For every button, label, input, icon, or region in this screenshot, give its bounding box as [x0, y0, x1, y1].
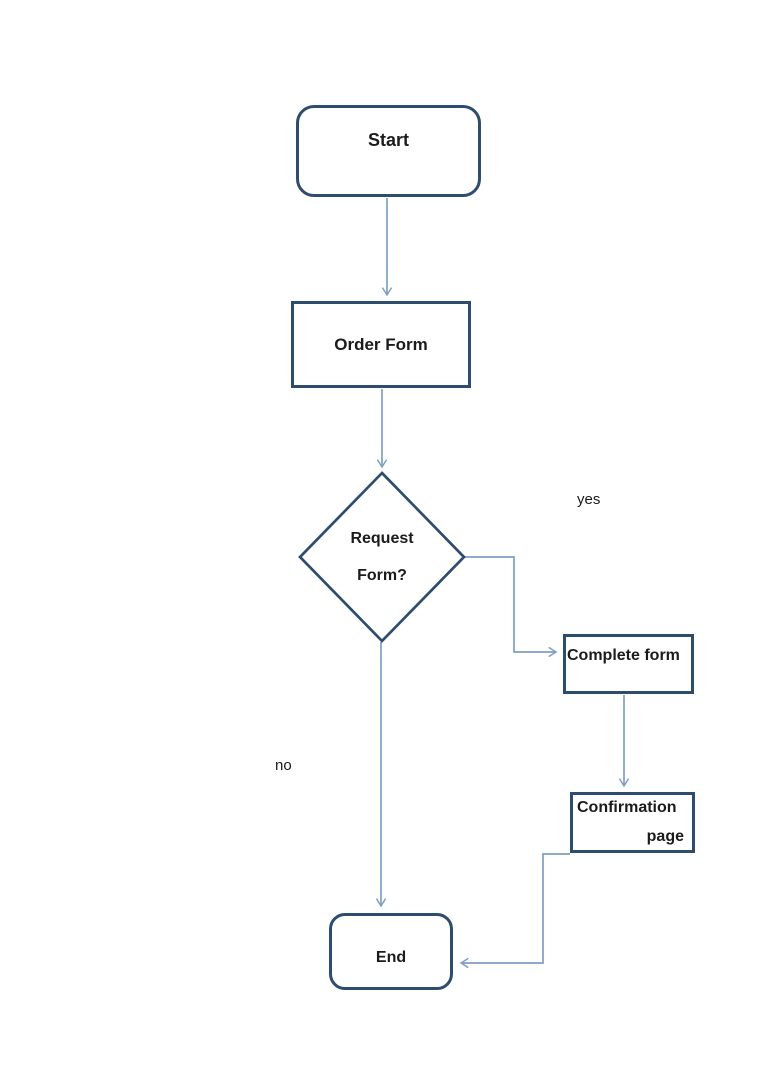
connector-confirmation-page-to-end: [459, 853, 570, 969]
decision-diamond-shape: [298, 471, 466, 643]
node-request-form-label-line1: Request: [350, 529, 414, 547]
node-start-label: Start: [367, 130, 409, 150]
node-request-form-decision: Request Form?: [300, 473, 464, 641]
node-request-form-label-line2: Form?: [357, 566, 407, 584]
connector-decision-yes-to-complete-form: [464, 556, 558, 658]
node-complete-form: Complete form: [563, 634, 694, 694]
node-end: End: [329, 913, 453, 990]
node-confirmation-page: Confirmation page: [570, 792, 695, 853]
node-complete-form-label: Complete form: [567, 647, 680, 664]
node-confirmation-page-label-line1: Confirmation: [577, 799, 677, 816]
edge-label-no: no: [275, 757, 292, 774]
node-order-form-label: Order Form: [334, 334, 428, 354]
node-end-label: End: [375, 948, 407, 966]
node-start: Start: [296, 105, 481, 197]
node-confirmation-page-label-line2: page: [646, 828, 684, 845]
edge-label-yes: yes: [577, 491, 601, 508]
node-order-form: Order Form: [291, 301, 471, 388]
